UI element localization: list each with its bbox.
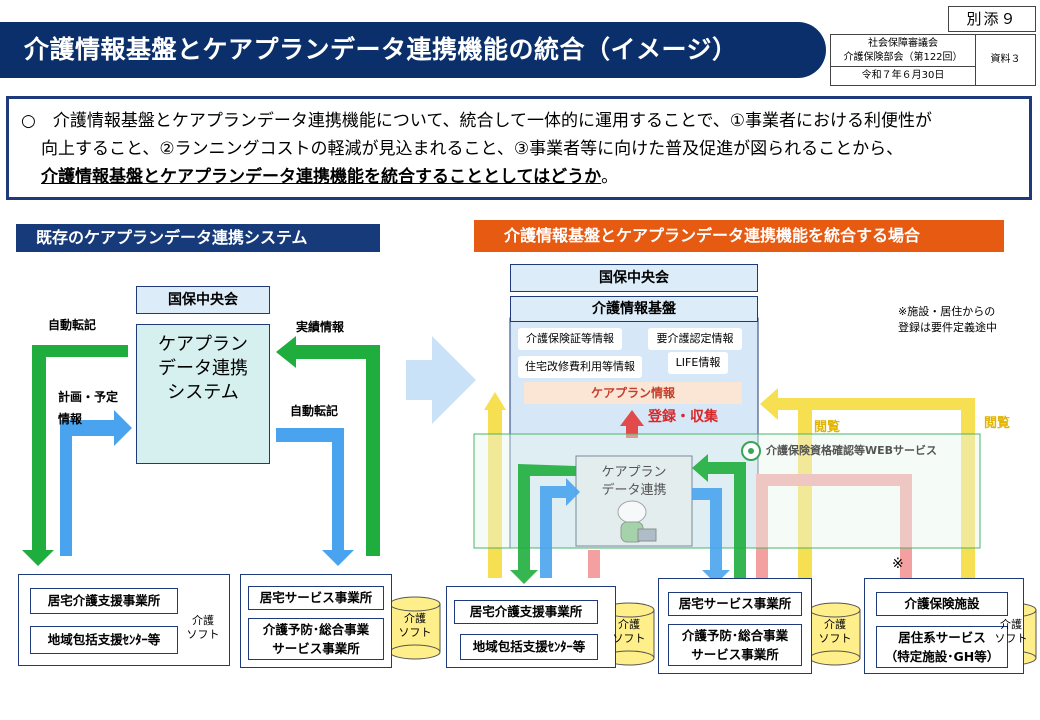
office-prevention-right-2: サービス事業所: [691, 647, 779, 662]
left-green-arrow-left: [22, 345, 128, 566]
label-auto-transfer-right: 自動転記: [290, 404, 339, 418]
soft-label-right-c: 介護 ソフト: [986, 618, 1036, 646]
summary-box: ○ 介護情報基盤とケアプランデータ連携機能について、統合して一体的に運用すること…: [6, 96, 1032, 200]
yellow-arrow-left: [484, 392, 506, 578]
soft-label-right-b-1: 介護: [824, 618, 846, 631]
system-line1: ケアプラン: [158, 334, 248, 355]
right-blue-arrow-right: [692, 488, 730, 584]
soft-label-right-b: 介護 ソフト: [810, 618, 860, 646]
soft-label-right-a: 介護 ソフト: [604, 618, 654, 646]
web-service-label: 介護保険資格確認等WEBサービス: [766, 444, 938, 457]
label-auto-transfer-left: 自動転記: [48, 318, 97, 332]
soft-label-left-a-2: ソフト: [186, 628, 220, 641]
left-section-title: 既存のケアプランデータ連携システム: [16, 224, 380, 252]
careplan-link-line1: ケアプラン: [601, 465, 667, 480]
office-prevention-right-1: 介護予防･総合事業: [681, 628, 789, 643]
label-plan-line1: 計画・予定: [58, 390, 119, 404]
page-title: 介護情報基盤とケアプランデータ連携機能の統合（イメージ）: [0, 22, 826, 78]
note-line2: 登録は要件定義途中: [898, 321, 997, 334]
office-home-service-right: 居宅サービス事業所: [668, 592, 802, 616]
office-regional-right: 地域包括支援ｾﾝﾀｰ等: [460, 634, 598, 660]
mascot-illustration-right: [617, 500, 657, 543]
info-certification: 要介護認定情報: [648, 328, 742, 350]
soft-label-right-c-2: ソフト: [994, 632, 1028, 645]
label-plan-info: 計画・予定 情報: [58, 386, 118, 430]
soft-label-left-b-2: ソフト: [398, 626, 432, 639]
summary-line1: ○ 介護情報基盤とケアプランデータ連携機能について、統合して一体的に運用すること…: [21, 111, 933, 131]
careplan-link-label: ケアプラン データ連携: [580, 464, 688, 500]
platform-label: 介護情報基盤: [510, 296, 758, 322]
office-facility: 介護保険施設: [876, 592, 1008, 616]
register-collect-label: 登録・収集: [648, 409, 718, 425]
attachment-label: 別添９: [948, 6, 1036, 32]
office-regional-left: 地域包括支援ｾﾝﾀｰ等: [30, 626, 178, 654]
document-meta-table: 社会保障審議会 介護保険部会（第122回） 資料３ 令和７年６月30日: [830, 34, 1036, 86]
office-prevention-right: 介護予防･総合事業 サービス事業所: [668, 624, 802, 666]
transition-arrow: [406, 336, 476, 424]
asterisk-mark: ※: [892, 556, 904, 572]
soft-label-right-a-1: 介護: [618, 618, 640, 631]
soft-label-left-a-1: 介護: [192, 614, 214, 627]
office-residential-2: （特定施設･GH等）: [884, 649, 1000, 664]
office-prevention-left: 介護予防･総合事業 サービス事業所: [248, 618, 384, 660]
soft-label-left-b-1: 介護: [404, 612, 426, 625]
yellow-arrow-right-1: [760, 388, 812, 578]
office-residential: 居住系サービス （特定施設･GH等）: [876, 626, 1008, 668]
info-insurance: 介護保険証等情報: [518, 328, 622, 350]
view-label-2: 閲覧: [984, 416, 1011, 431]
left-green-arrow-right: [276, 336, 380, 556]
right-org-label: 国保中央会: [510, 264, 758, 292]
soft-label-right-c-1: 介護: [1000, 618, 1022, 631]
system-line3: システム: [167, 382, 239, 403]
office-care-support-left: 居宅介護支援事業所: [30, 588, 178, 614]
pink-arrow-right: [756, 474, 912, 578]
meeting-name-cell: 社会保障審議会 介護保険部会（第122回）: [831, 35, 976, 67]
soft-label-right-b-2: ソフト: [818, 632, 852, 645]
note-requirements: ※施設・居住からの 登録は要件定義途中: [898, 304, 997, 336]
office-prevention-left-2: サービス事業所: [272, 641, 360, 656]
meeting-line1: 社会保障審議会: [868, 38, 938, 49]
left-blue-arrow-right: [276, 428, 354, 566]
info-life: LIFE情報: [668, 352, 728, 374]
summary-line2: 向上すること、②ランニングコストの軽減が見込まれること、③事業者等に向けた普及促…: [41, 139, 904, 159]
info-careplan: ケアプラン情報: [524, 382, 742, 404]
soft-cylinder-right-b: [809, 602, 861, 666]
office-residential-1: 居住系サービス: [898, 630, 986, 645]
note-line1: ※施設・居住からの: [898, 305, 996, 318]
summary-line3: 介護情報基盤とケアプランデータ連携機能を統合することとしてはどうか。: [21, 163, 1019, 191]
summary-emphasis: 介護情報基盤とケアプランデータ連携機能を統合することとしてはどうか: [41, 167, 602, 187]
system-line2: データ連携: [158, 358, 248, 379]
pink-arrow-left: [588, 550, 600, 578]
right-green-arrow-left: [510, 464, 576, 584]
right-blue-arrow-left: [540, 478, 580, 578]
material-number: 資料３: [990, 54, 1021, 65]
view-label-1: 閲覧: [814, 420, 841, 435]
left-blue-arrow-left: [60, 410, 132, 556]
label-results-info: 実績情報: [296, 320, 345, 334]
office-prevention-left-1: 介護予防･総合事業: [262, 622, 370, 637]
right-section-title: 介護情報基盤とケアプランデータ連携機能を統合する場合: [474, 220, 1004, 252]
meeting-date: 令和７年６月30日: [831, 67, 976, 85]
info-renovation: 住宅改修費利用等情報: [518, 356, 642, 378]
soft-cylinder-left-b: [389, 596, 441, 660]
office-home-service-left: 居宅サービス事業所: [248, 586, 384, 610]
left-org-label: 国保中央会: [136, 286, 270, 314]
meeting-line2: 介護保険部会（第122回）: [843, 52, 963, 63]
label-plan-line2: 情報: [58, 412, 83, 426]
soft-label-left-b: 介護 ソフト: [390, 612, 440, 640]
right-green-arrow-right: [692, 454, 746, 578]
summary-line3-end: 。: [601, 167, 619, 187]
careplan-link-line2: データ連携: [601, 483, 667, 498]
red-up-arrow: [620, 410, 644, 438]
soft-label-right-a-2: ソフト: [612, 632, 646, 645]
left-system-box: ケアプラン データ連携 システム: [136, 324, 270, 464]
office-care-support-right: 居宅介護支援事業所: [454, 600, 598, 624]
soft-label-left-a: 介護 ソフト: [178, 614, 228, 642]
